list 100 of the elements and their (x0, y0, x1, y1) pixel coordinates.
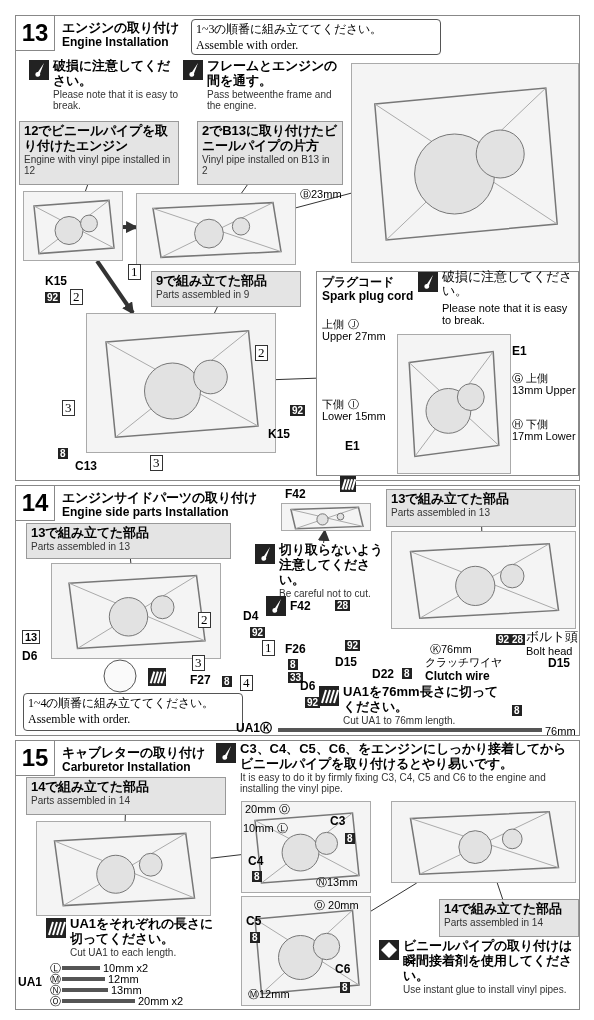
note-text: 14で組み立てた部品 (31, 780, 151, 795)
step-reference: 13 (22, 630, 41, 645)
annotation-text: Ⓚ76mm (430, 643, 472, 656)
note-text: 13で組み立てた部品 (31, 526, 151, 541)
part-label: E1 (345, 440, 360, 454)
callout-box (19, 121, 179, 185)
color-code: 92 (305, 697, 321, 708)
part-label: UA1 (18, 976, 42, 990)
note-translation: Parts assembled in 14 (444, 916, 544, 929)
arrow (122, 221, 138, 234)
order-number: 1 (262, 640, 275, 657)
color-code: 92 (250, 627, 266, 638)
frame-drawing (391, 531, 576, 629)
note-text: 9で組み立てた部品 (156, 274, 269, 289)
note-translation: It is easy to do it by firmly fixing C3, C4, C5 and C6 to the engine and installing the vinyl pipe. (240, 771, 547, 795)
step-title-translation: Carburetor Installation (62, 760, 191, 774)
annotation-text: Ⓘ (348, 398, 359, 411)
annotation-text: Ⓑ23mm (300, 188, 342, 201)
annotation-text: Ⓜ12mm (248, 988, 290, 1001)
annotation-text: 13mm (111, 984, 142, 997)
order-number: 1 (128, 264, 141, 281)
leader-line (124, 814, 126, 822)
carburetor-inset-drawing (241, 801, 371, 893)
part-label: C3 (330, 815, 346, 829)
callout-box (439, 899, 579, 937)
heading-translation: Spark plug cord (322, 290, 414, 304)
part-label: D4 (243, 610, 259, 624)
annotation-text: 20mm x2 (138, 995, 184, 1008)
annotation-text: Ⓙ (348, 318, 359, 331)
annotation-text: Ⓖ (512, 372, 523, 385)
lever-part-drawing (281, 503, 371, 531)
order-number: 2 (198, 612, 211, 629)
note-text: UA1を76mm長さに切ってください。 (343, 685, 499, 715)
arrow (95, 259, 135, 315)
step-panel (15, 15, 580, 481)
leader-line (214, 306, 218, 314)
color-code: 8 (252, 871, 262, 882)
annotation-text: Ⓞ (50, 995, 61, 1008)
annotation-text: Upper 27mm (322, 330, 386, 343)
part-label: D22 (372, 668, 394, 682)
note-text: フレームとエンジンの間を通す。 (207, 59, 338, 89)
step-number: 13 (16, 16, 55, 51)
part-label: D15 (335, 656, 357, 670)
order-number: 3 (62, 400, 75, 417)
note-text: 2でB13に取り付けたビニールパイプの片方 (202, 124, 338, 154)
color-code: 8 (58, 448, 68, 459)
note-translation: Vinyl pipe installed on B13 in 2 (202, 153, 331, 177)
note-translation: Engine with vinyl pipe installed in 12 (24, 153, 172, 177)
part-label: C6 (335, 963, 351, 977)
note-translation: Parts assembled in 9 (156, 288, 251, 301)
callout-box (151, 271, 301, 307)
part-label: C5 (246, 915, 262, 929)
callout-box (26, 777, 226, 815)
callout-box (197, 121, 343, 185)
step-title: キャブレターの取り付け (62, 744, 205, 762)
callout-box (386, 489, 576, 527)
annotation-text: 下側 (322, 398, 344, 411)
callout-box (26, 523, 231, 559)
leader-line (210, 854, 242, 859)
step-title: エンジンサイドパーツの取り付け (62, 489, 257, 507)
color-code: 8 (222, 676, 232, 687)
part-label: F27 (190, 674, 211, 688)
color-code: 8 (345, 833, 355, 844)
color-code: 92 (45, 292, 61, 303)
frame-drawing (36, 821, 211, 916)
color-code: 8 (288, 659, 298, 670)
note-translation: Pass betweenthe frame and the engine. (207, 88, 333, 112)
note-translation: Cut UA1 to 76mm length. (343, 714, 457, 727)
note-translation: Please note that it is easy to break. (53, 88, 179, 112)
color-code: 8 (402, 668, 412, 679)
leader-line (295, 192, 352, 209)
annotation-text: Ⓝ13mm (316, 876, 358, 889)
note-text: 切り取らないよう注意してください。 (279, 543, 384, 588)
annotation-text: Ⓗ (512, 418, 523, 431)
part-label: D6 (300, 680, 316, 694)
note-text: 14で組み立てた部品 (444, 902, 564, 917)
color-code: 33 (288, 672, 304, 683)
annotation-text: 上側 (526, 372, 548, 385)
leader-line (129, 558, 132, 564)
note-text: 13で組み立てた部品 (391, 492, 511, 507)
frame-drawing (51, 563, 221, 659)
part-label: K15 (45, 275, 67, 289)
step-title: エンジンの取り付け (62, 19, 179, 37)
note-text: ビニールパイプの取り付けは瞬間接着剤を使用してください。 (403, 939, 573, 984)
annotation-text: 10mm Ⓛ (243, 822, 288, 835)
heading-text: プラグコード (322, 276, 394, 290)
color-code: 8 (250, 932, 260, 943)
note-text: UA1をそれぞれの長さに切ってください。 (70, 917, 214, 947)
color-code: 8 (512, 705, 522, 716)
order-number: 2 (70, 289, 83, 306)
leader-line (84, 184, 89, 192)
detail-inset (316, 271, 579, 476)
note-text: 破損に注意してください。 (53, 59, 171, 89)
annotation-text: 17mm Lower (512, 430, 576, 443)
note-text: 12でビニールパイプを取り付けたエンジン (24, 124, 170, 154)
order-number: 3 (192, 655, 205, 672)
step-panel (15, 485, 580, 736)
leader-line (496, 882, 504, 900)
order-number: 4 (240, 675, 253, 692)
annotation-text: クラッチワイヤ (425, 656, 502, 669)
